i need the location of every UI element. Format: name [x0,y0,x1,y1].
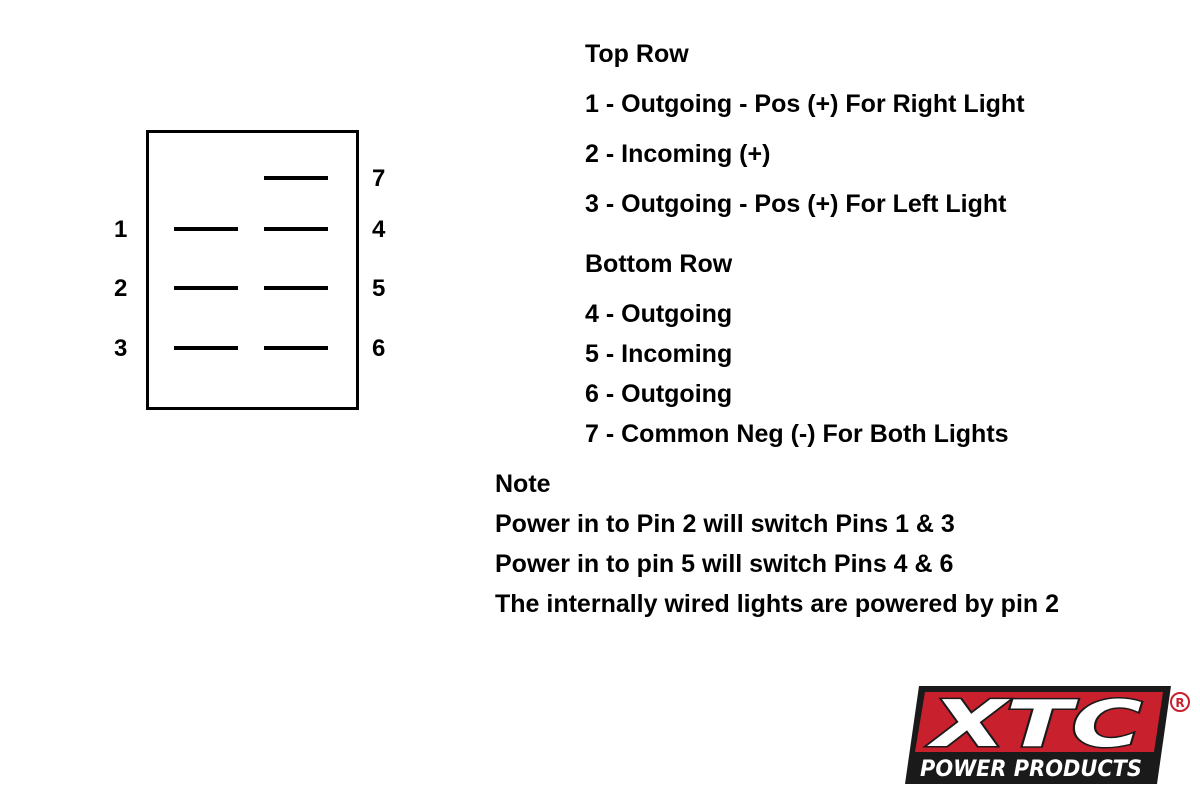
bottom-row-heading: Bottom Row [585,250,733,278]
xtc-logo: XTC POWER PRODUCTS R [905,686,1190,784]
pin-label-7: 7 [372,165,386,192]
registered-mark-letter: R [1175,696,1184,710]
logo-red-band [915,692,1163,752]
bottom-row-item: 4 - Outgoing [585,300,733,328]
registered-mark-icon [1170,692,1190,712]
pin-7-terminal [264,176,328,180]
top-row-item: 1 - Outgoing - Pos (+) For Right Light [585,90,1025,118]
top-row-item: 3 - Outgoing - Pos (+) For Left Light [585,190,1007,218]
pin-label-6: 6 [372,335,386,362]
pin-2-terminal [174,286,238,290]
pin-label-2: 2 [114,275,128,302]
pin-3-terminal [174,346,238,350]
logo-tagline-text: POWER PRODUCTS [920,757,1142,782]
logo-brand-text: XTC [926,688,1142,762]
bottom-row-item: 5 - Incoming [585,340,733,368]
pin-label-1: 1 [114,216,128,243]
note-heading: Note [495,470,551,498]
note-item: Power in to pin 5 will switch Pins 4 & 6 [495,550,954,578]
bottom-row-item: 6 - Outgoing [585,380,733,408]
top-row-item: 2 - Incoming (+) [585,140,771,168]
switch-outline [146,130,359,410]
note-item: Power in to Pin 2 will switch Pins 1 & 3 [495,510,955,538]
note-item: The internally wired lights are powered … [495,590,1060,618]
pin-5-terminal [264,286,328,290]
top-row-heading: Top Row [585,40,689,68]
bottom-row-item: 7 - Common Neg (-) For Both Lights [585,420,1009,448]
pin-1-terminal [174,227,238,231]
pin-label-4: 4 [372,216,386,243]
pin-label-5: 5 [372,275,386,302]
pin-6-terminal [264,346,328,350]
pin-4-terminal [264,227,328,231]
pin-label-3: 3 [114,335,128,362]
